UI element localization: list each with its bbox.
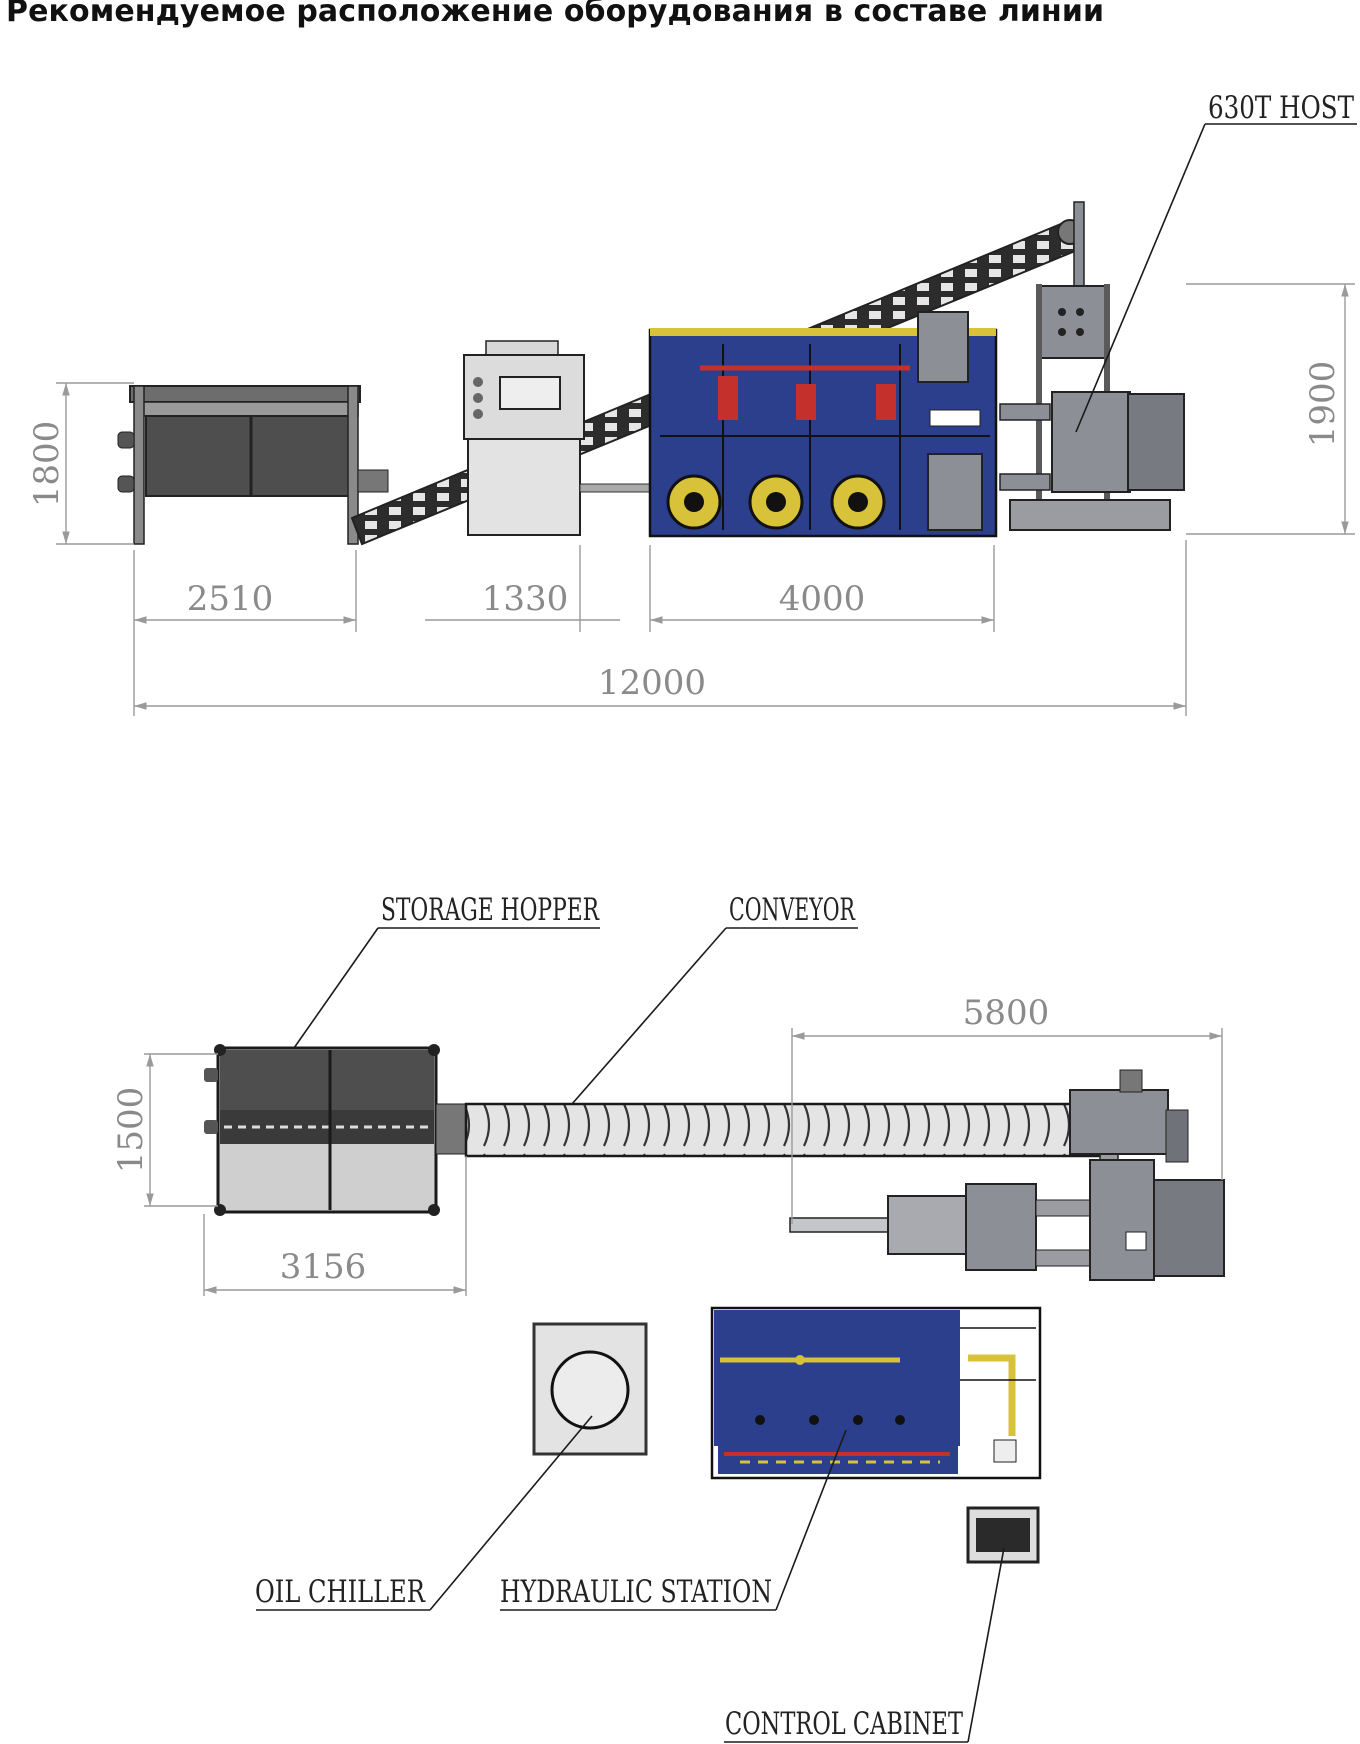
storage-hopper-top-view bbox=[204, 1044, 467, 1216]
control-cabinet-label: CONTROL CABINET bbox=[725, 1706, 963, 1742]
dim-host-height: 1900 bbox=[1303, 361, 1343, 448]
hydraulic-station-leader bbox=[775, 1429, 847, 1611]
conveyor-leader bbox=[571, 927, 727, 1105]
top-view: 1500 3156 5800 STORAGE HOPPER CONVEYOR O… bbox=[111, 892, 1225, 1743]
press-host-top-view bbox=[789, 1069, 1225, 1281]
dim-hopper-length: 2510 bbox=[187, 579, 274, 619]
control-cabinet-side-view bbox=[463, 340, 651, 536]
oil-chiller-leader bbox=[429, 1415, 593, 1611]
conveyor-label: CONVEYOR bbox=[729, 892, 856, 928]
side-view-dimension-lines bbox=[56, 283, 1355, 716]
dim-station-length: 4000 bbox=[779, 579, 866, 619]
host-leader-line bbox=[1075, 123, 1206, 433]
side-view: 2510 1330 4000 12000 1800 1900 630T HOST bbox=[27, 90, 1357, 716]
hydraulic-station-label: HYDRAULIC STATION bbox=[500, 1574, 772, 1610]
storage-hopper-label: STORAGE HOPPER bbox=[381, 892, 600, 928]
dim-press-length: 5800 bbox=[963, 993, 1050, 1033]
dim-control-length: 1330 bbox=[482, 579, 569, 619]
oil-chiller-top-view bbox=[532, 1322, 648, 1456]
top-view-dimension-lines bbox=[144, 1028, 1223, 1296]
dim-hopper-width: 1500 bbox=[111, 1087, 151, 1174]
press-host-side-view bbox=[999, 201, 1185, 531]
hydraulic-station-side-view bbox=[648, 311, 998, 538]
page-title: Рекомендуемое расположение оборудования … bbox=[6, 0, 1105, 29]
storage-hopper-leader bbox=[293, 927, 379, 1049]
oil-chiller-label: OIL CHILLER bbox=[255, 1574, 426, 1610]
dim-total-length: 12000 bbox=[598, 663, 706, 703]
hydraulic-station-top-view bbox=[710, 1306, 1042, 1480]
control-cabinet-leader bbox=[967, 1547, 1005, 1743]
storage-hopper-side-view bbox=[117, 385, 389, 545]
host-label: 630T HOST bbox=[1208, 90, 1354, 126]
dim-hopper-top-length: 3156 bbox=[280, 1247, 367, 1287]
dim-hopper-height: 1800 bbox=[27, 421, 67, 508]
